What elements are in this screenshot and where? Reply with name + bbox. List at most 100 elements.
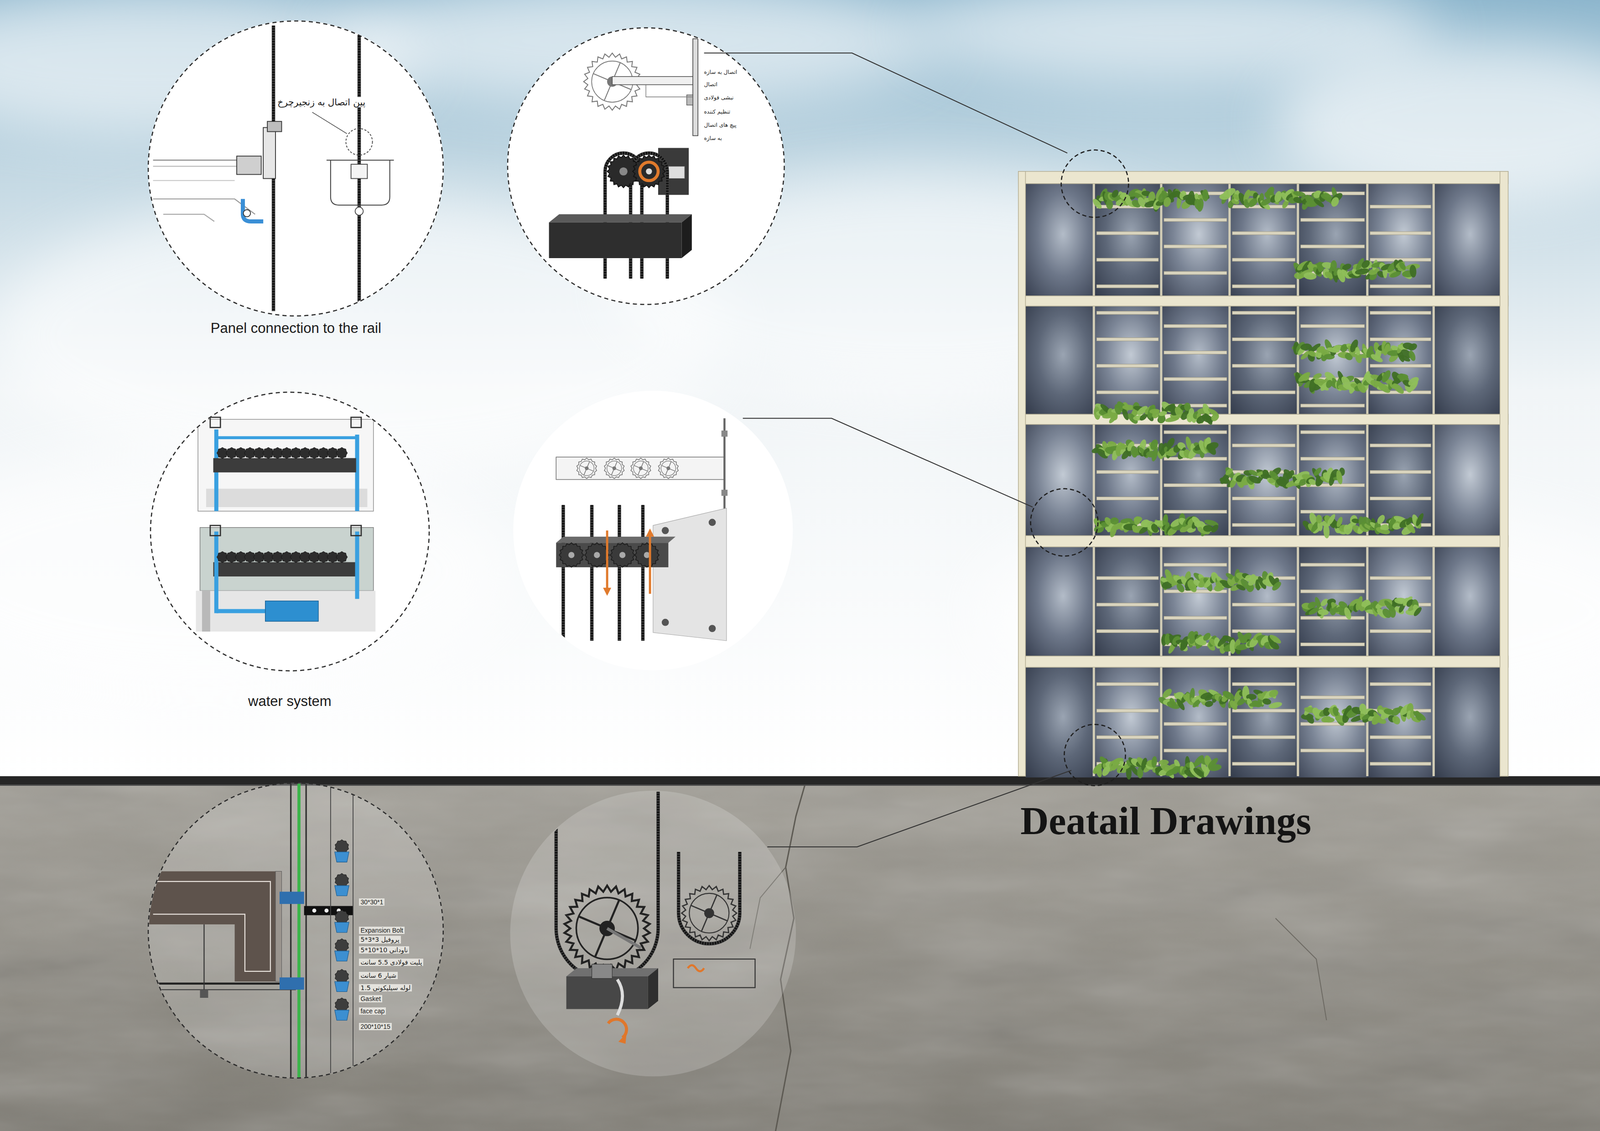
illustration-part <box>638 466 643 471</box>
illustration-part <box>579 461 594 476</box>
illustration-part <box>1300 589 1365 593</box>
illustration-part <box>607 461 622 476</box>
illustration-part <box>1232 523 1296 527</box>
illustration-part <box>1411 709 1428 723</box>
illustration-part <box>297 782 301 1079</box>
illustration-part <box>1270 580 1283 593</box>
illustration-part <box>1161 667 1230 778</box>
illustration-part <box>576 458 598 479</box>
illustration-part <box>267 121 282 132</box>
illustration-part <box>206 488 368 508</box>
illustration-part <box>1209 523 1220 535</box>
illustration-part <box>234 922 281 982</box>
part-label: شیار 6 سانت <box>358 971 398 980</box>
illustration-part <box>1025 424 1094 536</box>
illustration-part <box>147 989 296 991</box>
illustration-part <box>1232 497 1296 501</box>
illustration-part <box>1148 438 1160 451</box>
illustration-part <box>1433 183 1500 297</box>
illustration-part <box>1370 682 1431 686</box>
illustration-part <box>202 590 211 632</box>
illustration-part <box>687 965 705 972</box>
illustration-part <box>1414 512 1425 527</box>
illustration-part <box>1163 244 1227 249</box>
illustration-part <box>1298 306 1368 415</box>
illustration-part <box>686 94 693 105</box>
illustration-part <box>216 609 265 614</box>
illustration-part <box>147 982 296 985</box>
illustration-part <box>147 782 444 1079</box>
illustration-part <box>1389 270 1402 279</box>
illustration-part <box>1370 735 1431 739</box>
illustration-part <box>1201 189 1209 202</box>
illustration-part <box>658 458 679 479</box>
illustration-part <box>661 527 670 535</box>
part-label: Gasket <box>358 995 382 1003</box>
illustration-part <box>1300 218 1365 222</box>
illustration-part <box>555 536 676 543</box>
illustration-part <box>618 504 621 641</box>
detail-caption: water system <box>247 693 333 710</box>
illustration-part <box>197 419 374 511</box>
illustration-part <box>1273 190 1284 203</box>
illustration-part <box>1300 642 1365 646</box>
circle-outline <box>147 20 444 317</box>
detail-caption: Panel connection to the rail <box>209 320 383 337</box>
illustration-part <box>653 508 727 641</box>
illustration-part <box>1018 171 1026 777</box>
illustration-part <box>1163 722 1227 726</box>
illustration-part <box>147 20 444 317</box>
illustration-part <box>645 528 655 537</box>
illustration-part <box>1300 324 1365 328</box>
illustration-part <box>1018 535 1509 548</box>
illustration-part <box>1161 306 1230 415</box>
illustration-part <box>1370 231 1431 235</box>
illustration-part <box>612 466 617 471</box>
illustration-part <box>1367 306 1434 415</box>
persian-label: به سازه <box>702 135 723 142</box>
illustration-part <box>645 168 652 175</box>
illustration-part <box>336 447 348 459</box>
part-label: face cap <box>358 1007 386 1015</box>
illustration-part <box>199 527 374 592</box>
illustration-part <box>1370 576 1431 580</box>
illustration-part <box>153 25 395 312</box>
illustration-part <box>213 458 357 473</box>
illustration-part <box>1163 430 1227 434</box>
illustration-part <box>1163 483 1227 487</box>
illustration-part <box>1232 390 1296 395</box>
illustration-part <box>678 851 740 944</box>
illustration-part <box>1433 546 1500 656</box>
illustration-part <box>634 542 660 568</box>
illustration-part <box>1096 629 1159 633</box>
illustration-part <box>1262 697 1273 706</box>
illustration-part <box>1093 183 1162 297</box>
illustration-part <box>1163 748 1227 753</box>
illustration-part <box>1261 468 1271 479</box>
persian-label: تنظیم کننده <box>702 109 732 116</box>
illustration-part <box>1161 546 1230 656</box>
illustration-part <box>1030 488 1099 557</box>
illustration-part <box>153 881 271 972</box>
persian-label: اتصال <box>702 81 718 89</box>
illustration-part <box>1163 351 1227 355</box>
illustration-part <box>607 1019 627 1038</box>
illustration-part <box>648 968 659 1009</box>
illustration-part <box>1432 183 1435 777</box>
illustration-part <box>1220 689 1237 702</box>
illustration-part <box>1315 514 1323 524</box>
illustration-part <box>210 417 221 428</box>
illustration-part <box>641 504 645 641</box>
illustration-part <box>1232 735 1296 739</box>
illustration-part <box>590 504 594 641</box>
illustration-part <box>312 112 348 134</box>
illustration-part <box>142 782 354 1079</box>
illustration-part <box>265 601 319 622</box>
illustration-part <box>1018 656 1509 668</box>
circle-outline <box>148 20 444 317</box>
illustration-part <box>1096 709 1159 713</box>
illustration-part <box>142 871 281 925</box>
illustration-part <box>1275 918 1327 1021</box>
illustration-part <box>561 504 565 641</box>
illustration-part <box>1379 523 1389 531</box>
